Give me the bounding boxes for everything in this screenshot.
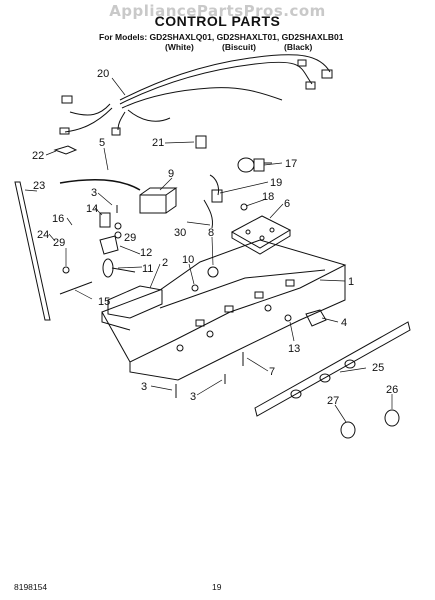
socket-wire [209,174,219,196]
clip-part-b [305,309,327,327]
callout-26: 26 [386,384,398,396]
callout-5: 5 [99,137,105,149]
color-label-black: (Black) [284,42,313,52]
callout-10: 10 [182,254,194,266]
knob-part [340,409,400,439]
callout-15: 15 [98,296,110,308]
callout-27: 27 [327,395,339,407]
leader-lines [24,77,393,423]
bracket-part [99,212,111,228]
callout-29-right: 29 [124,232,136,244]
callout-20: 20 [97,68,109,80]
mounting-plate [107,285,163,319]
callout-30: 30 [174,227,186,239]
callout-3-low: 3 [190,391,196,403]
callout-labels: 20 21 22 5 17 9 19 3 18 23 6 14 16 29 30… [32,68,398,407]
callout-2: 2 [162,257,168,269]
connector-part [195,135,207,149]
control-board-part [230,215,292,255]
callout-16: 16 [52,213,64,225]
callout-14: 14 [86,203,98,215]
callout-1: 1 [348,276,354,288]
screw-part [240,203,248,211]
page-title: CONTROL PARTS [154,13,281,29]
washer-part-b [114,231,122,239]
watermark: AppliancePartsPros.com [109,2,326,20]
socket-part [211,189,223,203]
callout-3-mid: 3 [141,381,147,393]
models-line: For Models: GD2SHAXLQ01, GD2SHAXLT01, GD… [99,32,344,42]
callout-23: 23 [33,180,45,192]
screw-part-b [191,284,199,292]
callout-7: 7 [269,366,275,378]
thermostat-part [99,235,119,255]
callout-17: 17 [285,158,297,170]
strip-part [14,181,51,321]
callout-12: 12 [140,247,152,259]
callout-21: 21 [152,137,164,149]
switch-part [139,187,178,214]
callout-13: 13 [288,343,300,355]
grommet-part [207,266,219,278]
callout-4: 4 [341,317,347,329]
callout-22: 22 [32,150,44,162]
callout-3-top: 3 [91,187,97,199]
washer-part [62,266,70,274]
drawing-lines [14,54,411,439]
clip-part [53,145,78,155]
color-label-biscuit: (Biscuit) [222,42,256,52]
page-number: 19 [212,582,222,592]
wire-harness [59,54,333,136]
color-label-white: (White) [165,42,194,52]
document-number: 8198154 [14,582,48,592]
callout-18: 18 [262,191,274,203]
callout-6: 6 [284,198,290,210]
control-housing [101,239,347,381]
sensor-tube [59,179,141,191]
callout-11: 11 [142,263,153,275]
knob-shaft-part [102,258,114,278]
callout-29-left: 29 [53,237,65,249]
callout-8: 8 [208,227,214,239]
callout-25: 25 [372,362,384,374]
callout-19: 19 [270,177,282,189]
callout-9: 9 [168,168,174,180]
front-panel [254,321,411,417]
callout-24: 24 [37,229,49,241]
